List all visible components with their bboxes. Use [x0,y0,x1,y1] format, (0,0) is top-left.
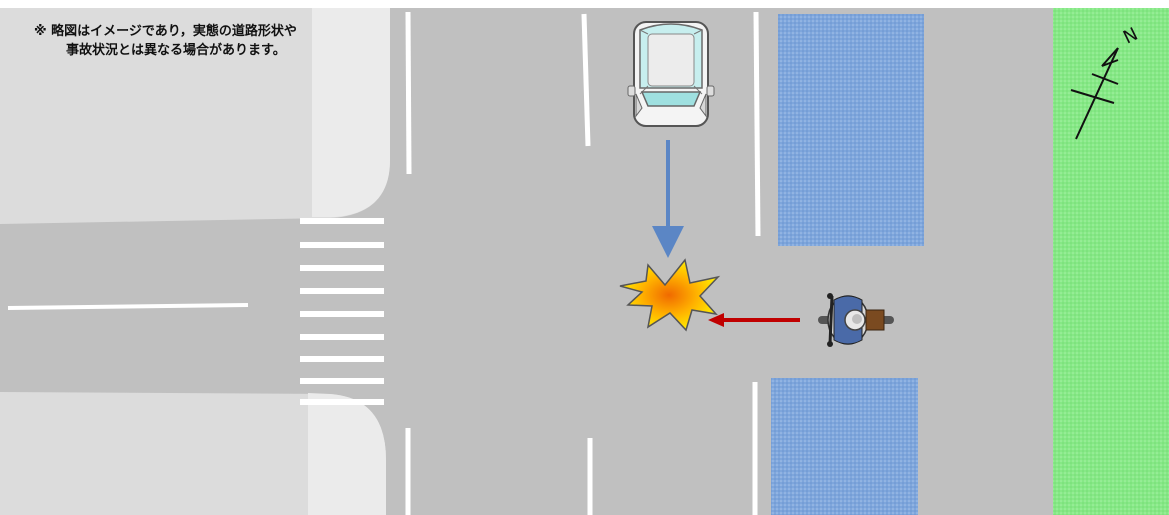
green-area [1053,8,1169,515]
collision-icon [619,258,721,332]
disclaimer-line-2: 事故状況とは異なる場合があります。 [66,43,286,58]
sidewalk-bottom-left [0,392,386,515]
sidewalk-top-left-corner [312,8,390,217]
car-icon [627,21,715,127]
north-arrow-icon [1070,47,1119,140]
sidewalk-bottom-left-corner [308,393,386,515]
motorcycle-icon [818,293,894,347]
lane-line-left-road [7,303,249,310]
crosswalk [300,218,384,405]
motorcycle-direction-arrow [708,313,800,327]
disclaimer-note: ※ 略図はイメージであり，実態の道路形状や 事故状況とは異なる場合があります。 [34,22,394,60]
disclaimer-line-1: ※ 略図はイメージであり，実態の道路形状や [34,24,297,39]
sidewalk-top-left [0,8,390,224]
lane-lines-main-road [405,11,761,515]
bus-zone-bottom [771,378,918,515]
bus-zone-top [778,14,924,246]
